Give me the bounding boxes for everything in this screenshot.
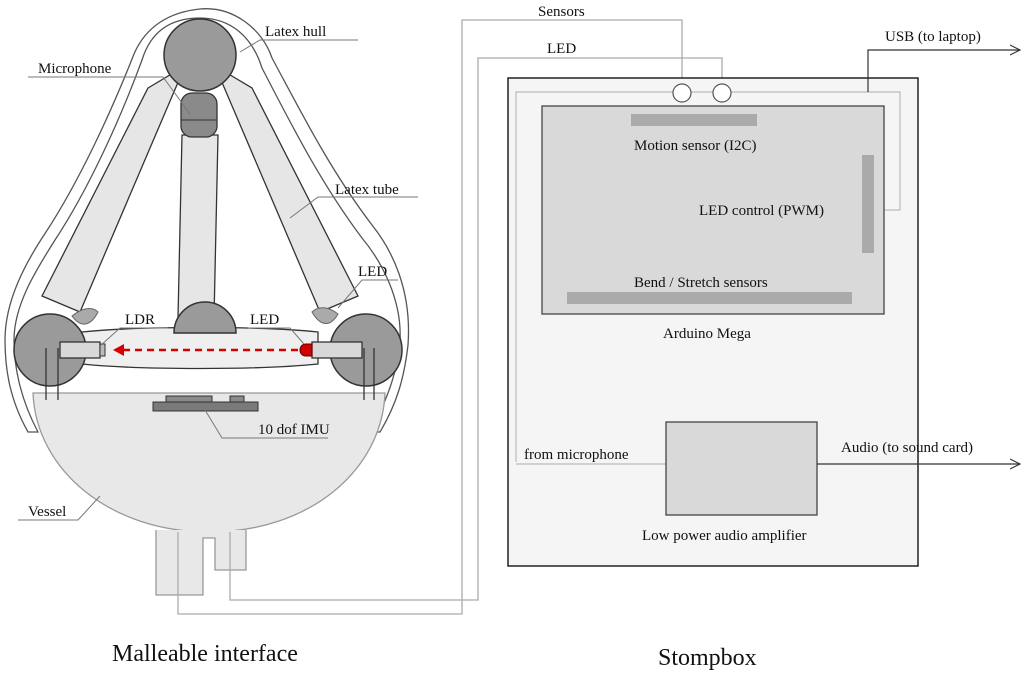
label-sensors: Sensors	[538, 4, 585, 20]
led-socket	[712, 83, 732, 103]
leader-imu	[204, 409, 328, 439]
leader-led-tube	[337, 279, 398, 309]
wire-sensors	[177, 19, 683, 615]
label-ldr: LDR	[125, 312, 155, 328]
imu-chip-2	[229, 395, 245, 403]
label-motion-sensor: Motion sensor (I2C)	[634, 138, 757, 154]
label-vessel: Vessel	[28, 504, 66, 520]
caption-interface: Malleable interface	[112, 641, 298, 667]
leader-latex-hull	[239, 39, 358, 53]
center-joint	[173, 301, 237, 334]
latex-tube-right	[213, 64, 359, 313]
imu-board	[152, 401, 259, 412]
label-led-wire: LED	[547, 41, 576, 57]
label-led-inner: LED	[250, 312, 279, 328]
sensors-socket	[672, 83, 692, 103]
label-audio-out: Audio (to sound card)	[841, 440, 973, 456]
caption-stompbox: Stompbox	[658, 645, 757, 671]
top-joint	[163, 18, 237, 92]
label-led-control: LED control (PWM)	[699, 203, 824, 219]
usb-connection	[867, 50, 1020, 92]
imu-chip-1	[165, 395, 213, 403]
label-latex-tube: Latex tube	[335, 182, 399, 198]
motion-sensor-strip	[631, 114, 757, 126]
led-cone-right	[311, 307, 339, 324]
microphone-body	[180, 92, 218, 138]
label-amplifier: Low power audio amplifier	[642, 528, 807, 544]
wire-inner-loop	[515, 91, 901, 462]
ldr-housing	[59, 341, 101, 359]
vessel-leg-left	[155, 530, 247, 596]
label-arduino: Arduino Mega	[663, 326, 751, 342]
label-usb: USB (to laptop)	[885, 29, 981, 45]
led-control-strip	[862, 155, 874, 253]
light-beam-arrowhead	[113, 344, 124, 356]
led-bulb-red	[299, 343, 313, 357]
label-imu: 10 dof IMU	[258, 422, 330, 438]
label-bend-stretch: Bend / Stretch sensors	[634, 275, 768, 291]
label-from-microphone: from microphone	[524, 447, 629, 463]
leader-ldr	[99, 327, 168, 347]
led-cone-left	[71, 308, 99, 325]
leader-led-inner	[248, 327, 305, 345]
label-led-tube: LED	[358, 264, 387, 280]
latex-tube-center	[177, 134, 219, 319]
label-latex-hull: Latex hull	[265, 24, 326, 40]
audio-amplifier	[665, 421, 818, 516]
leader-latex-tube	[289, 196, 418, 219]
latex-hull-outline	[4, 8, 410, 433]
leader-microphone	[28, 76, 191, 115]
label-microphone: Microphone	[38, 61, 112, 77]
bend-stretch-strip	[567, 292, 852, 304]
arduino-board	[541, 105, 885, 315]
wire-led	[229, 57, 723, 601]
led-housing	[311, 341, 363, 359]
leader-vessel	[18, 495, 101, 521]
